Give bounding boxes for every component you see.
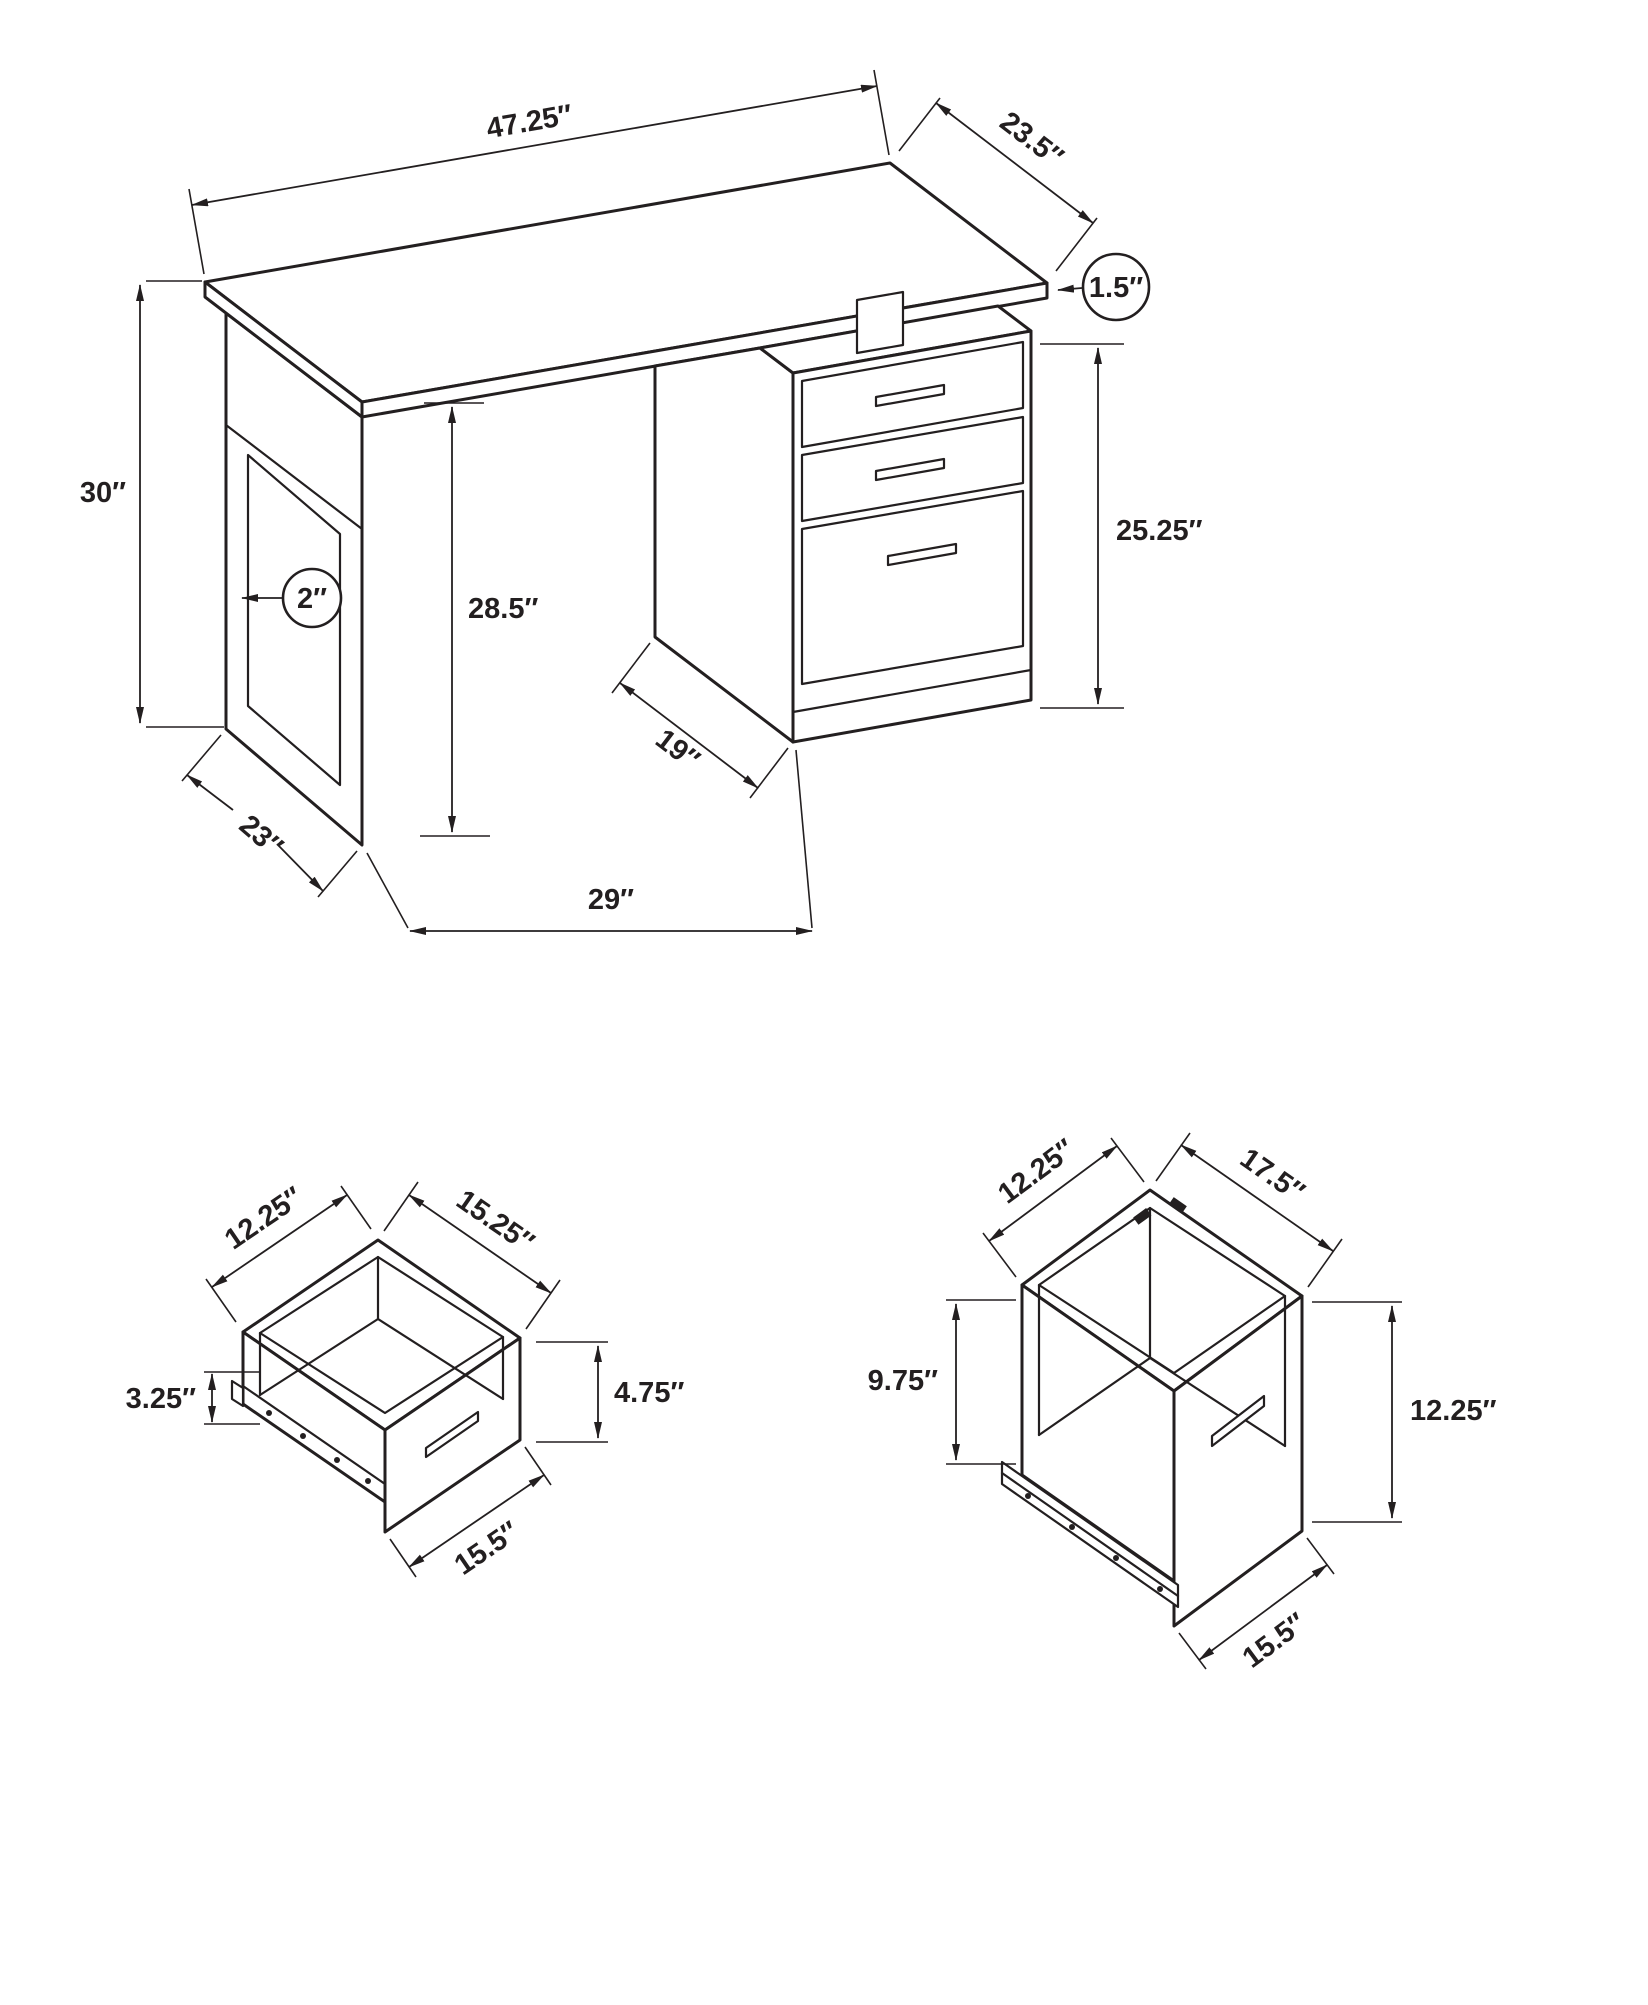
dim-fd-front-height: 12.25″ xyxy=(1312,1301,1497,1523)
cabinet-base-line xyxy=(791,668,1033,714)
dim-leg-thickness: 2″ xyxy=(241,567,343,629)
dim-sd-side-height: 3.25″ xyxy=(126,1371,260,1425)
drawer-handle-icon xyxy=(1210,1394,1266,1448)
small-drawer-slide-rail xyxy=(230,1379,387,1486)
dim-sd-front-height-label: 4.75″ xyxy=(614,1377,684,1409)
dim-top-depth-label: 23.5″ xyxy=(994,106,1069,174)
dim-base-width: 29″ xyxy=(366,749,813,935)
dim-top-length-label: 47.25″ xyxy=(484,99,575,145)
dim-clearance-height-label: 28.5″ xyxy=(468,593,538,625)
dim-overall-height-label: 30″ xyxy=(80,477,126,509)
dim-sd-inner-depth-label: 12.25″ xyxy=(219,1181,309,1256)
cabinet-drawer-front-3 xyxy=(800,489,1025,686)
small-drawer-interior xyxy=(258,1255,505,1401)
drawer-handle-icon xyxy=(874,457,946,482)
dim-fd-side-height-label: 9.75″ xyxy=(868,1365,938,1397)
leg-apron-line xyxy=(224,423,364,531)
dim-top-thickness: 1.5″ xyxy=(1057,252,1151,322)
cabinet-mount-bracket xyxy=(855,290,905,355)
thickness-callout-circle xyxy=(1081,252,1151,322)
small-drawer-drawing: 12.25″ 15.25″ 3.25″ 4.75″ 15.5″ xyxy=(126,1181,685,1582)
drawer-handle-icon xyxy=(874,383,946,408)
dim-base-width-label: 29″ xyxy=(588,884,634,916)
dim-fd-side-height: 9.75″ xyxy=(868,1299,1016,1465)
file-drawer-drawing: 12.25″ 17.5″ 9.75″ 12.25″ 15.5″ xyxy=(868,1132,1497,1675)
dim-cabinet-height: 25.25″ xyxy=(1040,343,1203,709)
file-rail-clip xyxy=(1133,1208,1152,1225)
drawer-handle-icon xyxy=(886,542,958,567)
dim-sd-inner-width-label: 15.25″ xyxy=(450,1184,539,1259)
dim-leg-depth-label: 23″ xyxy=(233,809,289,863)
file-drawer-slide-rail xyxy=(1000,1460,1180,1609)
drawer-handle-icon xyxy=(424,1410,480,1459)
dim-leg-thickness-label: 2″ xyxy=(297,583,327,615)
dim-fd-front-width-label: 15.5″ xyxy=(1237,1607,1313,1675)
dim-top-thickness-label: 1.5″ xyxy=(1089,272,1143,304)
dim-cabinet-depth-label: 19″ xyxy=(649,723,705,776)
dim-sd-front-height: 4.75″ xyxy=(536,1341,684,1443)
dim-fd-inner-width-label: 17.5″ xyxy=(1234,1142,1310,1209)
dim-sd-side-height-label: 3.25″ xyxy=(126,1383,196,1415)
file-drawer-front-panel xyxy=(1172,1294,1304,1628)
dim-sd-front-width-label: 15.5″ xyxy=(449,1515,525,1581)
dim-clearance-height: 28.5″ xyxy=(420,402,538,837)
dim-overall-height: 30″ xyxy=(80,280,224,728)
dim-fd-inner-depth-label: 12.25″ xyxy=(992,1133,1081,1210)
dim-fd-front-height-label: 12.25″ xyxy=(1410,1395,1497,1427)
desk-drawing: 47.25″ 23.5″ 1.5″ 30″ 2″ xyxy=(80,69,1203,935)
small-drawer-rim-inner xyxy=(258,1255,505,1415)
cabinet-side-panel xyxy=(653,346,795,744)
dim-cabinet-height-label: 25.25″ xyxy=(1116,515,1203,547)
drawer-cabinet xyxy=(653,304,1033,744)
